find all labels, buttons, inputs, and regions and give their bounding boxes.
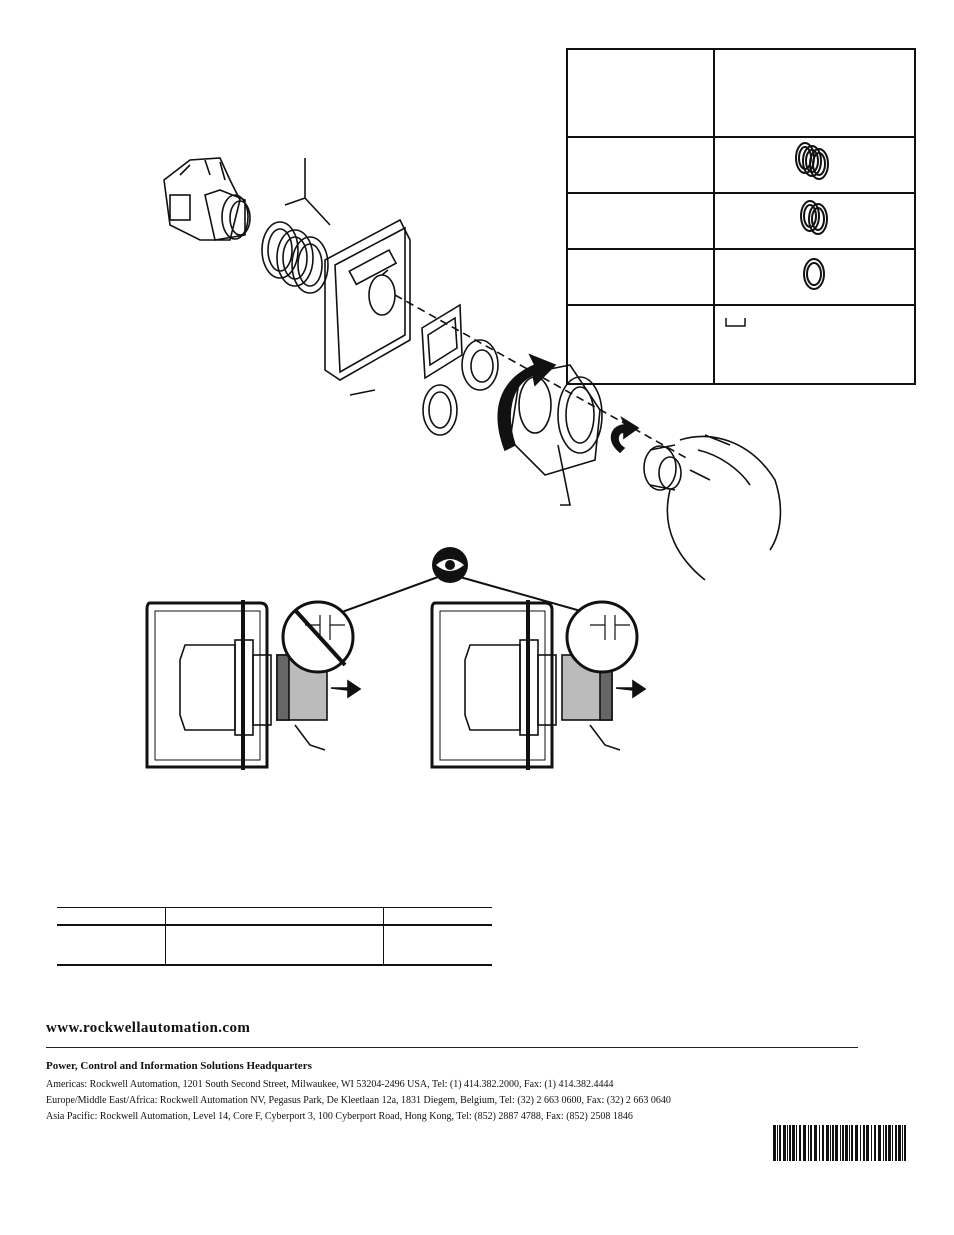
- spacer-rings-group: [261, 221, 329, 294]
- hand-illustration: [666, 434, 782, 581]
- locking-ring: [461, 339, 499, 391]
- no-ring-mark: [725, 318, 746, 327]
- contact-block: [163, 157, 241, 241]
- address-americas: Americas: Rockwell Automation, 1201 Sout…: [46, 1079, 614, 1090]
- rotate-small-arrow-icon: [610, 415, 640, 454]
- ring-bracket: [284, 158, 331, 226]
- two-spacer-rings-illustration: [800, 200, 828, 235]
- magnifier-circle: [565, 600, 639, 674]
- panel-hole: [368, 274, 396, 316]
- table-header-right: [713, 48, 916, 138]
- address-asia: Asia Pacific: Rockwell Automation, Level…: [46, 1111, 633, 1122]
- table-header-left: [566, 48, 715, 138]
- one-ring-cell: [713, 248, 916, 306]
- rotate-arrow-icon: [497, 353, 557, 452]
- address-emea: Europe/Middle East/Africa: Rockwell Auto…: [46, 1095, 671, 1106]
- footer-divider: [46, 1047, 858, 1048]
- hq-title: Power, Control and Information Solutions…: [46, 1060, 312, 1072]
- two-rings-cell: [713, 192, 916, 250]
- bottom-table: [57, 907, 492, 966]
- correct-installation-detail: [430, 600, 647, 770]
- exploded-assembly-diagram: [163, 157, 782, 581]
- no-ring-cell: [713, 304, 916, 385]
- panel-plate: [324, 218, 411, 381]
- barcode-icon: [773, 1125, 906, 1161]
- three-spacer-rings-illustration: [795, 142, 829, 180]
- washer: [422, 384, 458, 436]
- website-url[interactable]: www.rockwellautomation.com: [46, 1020, 251, 1036]
- enclosure-wall: [430, 601, 554, 769]
- eye-icon: [432, 547, 468, 583]
- spacer-ring-table: [566, 48, 916, 385]
- three-rings-cell: [713, 136, 916, 194]
- incorrect-installation-detail: [145, 600, 362, 770]
- operator-knob: [643, 445, 677, 491]
- enclosure-wall: [145, 601, 269, 769]
- legend-gasket: [421, 303, 463, 380]
- no-entry-icon: [281, 600, 355, 674]
- one-spacer-ring-illustration: [803, 258, 825, 290]
- operator-threaded-barrel: [221, 194, 249, 240]
